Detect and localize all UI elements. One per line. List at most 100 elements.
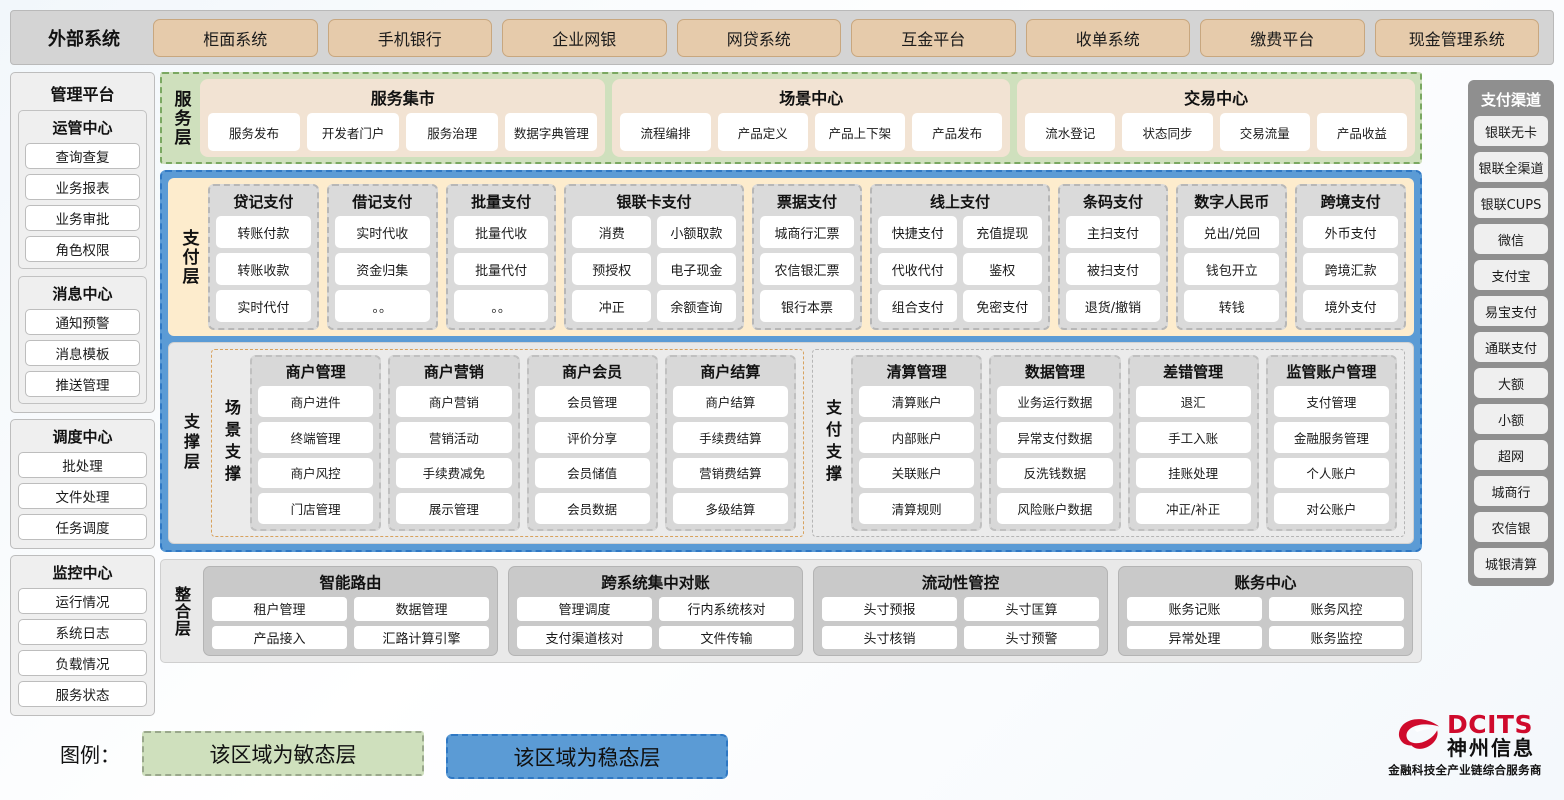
integration-item[interactable]: 头寸核销: [822, 625, 957, 649]
sidebar-item[interactable]: 负载情况: [18, 650, 147, 676]
support-item[interactable]: 会员储值: [534, 457, 650, 489]
channel-item[interactable]: 小额: [1474, 404, 1548, 434]
support-item[interactable]: 多级结算: [672, 493, 788, 524]
integration-item[interactable]: 头寸匡算: [964, 597, 1099, 621]
sidebar-item[interactable]: 角色权限: [25, 236, 140, 262]
payment-item[interactable]: 境外支付: [1303, 290, 1399, 322]
payment-item[interactable]: 余额查询: [657, 290, 736, 322]
payment-item[interactable]: 快捷支付: [878, 216, 957, 248]
integration-item[interactable]: 支付渠道核对: [517, 625, 652, 649]
support-item[interactable]: 支付管理: [1273, 386, 1389, 417]
payment-item[interactable]: 兑出/兑回: [1184, 216, 1280, 248]
sidebar-item[interactable]: 系统日志: [18, 619, 147, 645]
channel-item[interactable]: 超网: [1474, 440, 1548, 470]
payment-item[interactable]: 实时代付: [216, 290, 311, 322]
support-item[interactable]: 商户进件: [258, 386, 374, 417]
support-item[interactable]: 反洗钱数据: [997, 457, 1113, 489]
sidebar-item[interactable]: 服务状态: [18, 681, 147, 707]
service-item[interactable]: 产品上下架: [814, 113, 906, 151]
payment-item[interactable]: 主扫支付: [1065, 216, 1161, 248]
payment-item[interactable]: 资金归集: [334, 253, 430, 285]
integration-item[interactable]: 文件传输: [659, 625, 794, 649]
external-system-chip[interactable]: 网贷系统: [676, 18, 841, 57]
support-item[interactable]: 展示管理: [396, 493, 512, 524]
channel-item[interactable]: 微信: [1474, 224, 1548, 254]
payment-item[interactable]: 免密支付: [962, 290, 1042, 322]
integration-item[interactable]: 账务记账: [1127, 597, 1262, 621]
support-item[interactable]: 会员管理: [534, 386, 650, 417]
sidebar-item[interactable]: 文件处理: [18, 483, 147, 509]
support-item[interactable]: 终端管理: [258, 421, 374, 453]
payment-item[interactable]: 转钱: [1184, 290, 1280, 322]
support-item[interactable]: 手工入账: [1135, 421, 1251, 453]
external-system-chip[interactable]: 互金平台: [851, 18, 1016, 57]
support-item[interactable]: 会员数据: [534, 493, 650, 524]
payment-item[interactable]: 转账收款: [216, 253, 311, 285]
sidebar-item[interactable]: 业务报表: [25, 174, 140, 200]
external-system-chip[interactable]: 现金管理系统: [1374, 18, 1539, 57]
payment-item[interactable]: 鉴权: [962, 253, 1042, 285]
support-item[interactable]: 商户营销: [396, 386, 512, 417]
sidebar-item[interactable]: 运行情况: [18, 588, 147, 614]
payment-item[interactable]: 钱包开立: [1184, 253, 1280, 285]
service-item[interactable]: 流程编排: [620, 113, 711, 151]
integration-item[interactable]: 账务风控: [1269, 597, 1404, 621]
channel-item[interactable]: 农信银: [1474, 512, 1548, 542]
external-system-chip[interactable]: 企业网银: [502, 18, 667, 57]
payment-item[interactable]: 预授权: [572, 253, 652, 285]
payment-item[interactable]: 代收代付: [878, 253, 957, 285]
payment-item[interactable]: 被扫支付: [1065, 253, 1161, 285]
sidebar-item[interactable]: 查询查复: [25, 143, 140, 169]
support-item[interactable]: 风险账户数据: [997, 493, 1113, 524]
service-item[interactable]: 开发者门户: [307, 113, 400, 151]
channel-item[interactable]: 银联全渠道: [1474, 152, 1548, 182]
payment-item[interactable]: 充值提现: [962, 216, 1042, 248]
payment-item[interactable]: 外币支付: [1303, 216, 1399, 248]
external-system-chip[interactable]: 柜面系统: [153, 18, 318, 57]
channel-item[interactable]: 银联无卡: [1474, 116, 1548, 146]
support-item[interactable]: 内部账户: [859, 421, 975, 453]
sidebar-item[interactable]: 任务调度: [18, 514, 147, 540]
sidebar-item[interactable]: 业务审批: [25, 205, 140, 231]
support-item[interactable]: 异常支付数据: [997, 421, 1113, 453]
channel-item[interactable]: 通联支付: [1474, 332, 1548, 362]
integration-item[interactable]: 产品接入: [212, 625, 347, 649]
support-item[interactable]: 退汇: [1135, 386, 1251, 417]
support-item[interactable]: 个人账户: [1273, 457, 1389, 489]
external-system-chip[interactable]: 缴费平台: [1200, 18, 1365, 57]
channel-item[interactable]: 支付宝: [1474, 260, 1548, 290]
integration-item[interactable]: 管理调度: [517, 597, 652, 621]
support-item[interactable]: 营销活动: [396, 421, 512, 453]
external-system-chip[interactable]: 收单系统: [1025, 18, 1190, 57]
support-item[interactable]: 手续费减免: [396, 457, 512, 489]
channel-item[interactable]: 城银清算: [1474, 548, 1548, 578]
support-item[interactable]: 门店管理: [258, 493, 374, 524]
payment-item[interactable]: 转账付款: [216, 216, 311, 248]
payment-item[interactable]: 冲正: [572, 290, 652, 322]
payment-item[interactable]: 。。: [334, 290, 430, 322]
channel-item[interactable]: 城商行: [1474, 476, 1548, 506]
service-item[interactable]: 服务治理: [406, 113, 499, 151]
support-item[interactable]: 对公账户: [1273, 493, 1389, 524]
support-item[interactable]: 挂账处理: [1135, 457, 1251, 489]
payment-item[interactable]: 跨境汇款: [1303, 253, 1399, 285]
support-item[interactable]: 清算规则: [859, 493, 975, 524]
payment-item[interactable]: 消费: [572, 216, 652, 248]
support-item[interactable]: 商户结算: [672, 386, 788, 417]
payment-item[interactable]: 银行本票: [759, 290, 855, 322]
payment-item[interactable]: 。。: [453, 290, 549, 322]
support-item[interactable]: 营销费结算: [672, 457, 788, 489]
integration-item[interactable]: 异常处理: [1127, 625, 1262, 649]
sidebar-item[interactable]: 批处理: [18, 452, 147, 478]
payment-item[interactable]: 批量代付: [453, 253, 549, 285]
channel-item[interactable]: 易宝支付: [1474, 296, 1548, 326]
channel-item[interactable]: 银联CUPS: [1474, 188, 1548, 218]
integration-item[interactable]: 汇路计算引擎: [354, 625, 489, 649]
integration-item[interactable]: 行内系统核对: [659, 597, 794, 621]
sidebar-item[interactable]: 通知预警: [25, 309, 140, 335]
support-item[interactable]: 手续费结算: [672, 421, 788, 453]
payment-item[interactable]: 实时代收: [334, 216, 430, 248]
service-item[interactable]: 产品发布: [912, 113, 1003, 151]
service-item[interactable]: 数据字典管理: [505, 113, 598, 151]
sidebar-item[interactable]: 消息模板: [25, 340, 140, 366]
